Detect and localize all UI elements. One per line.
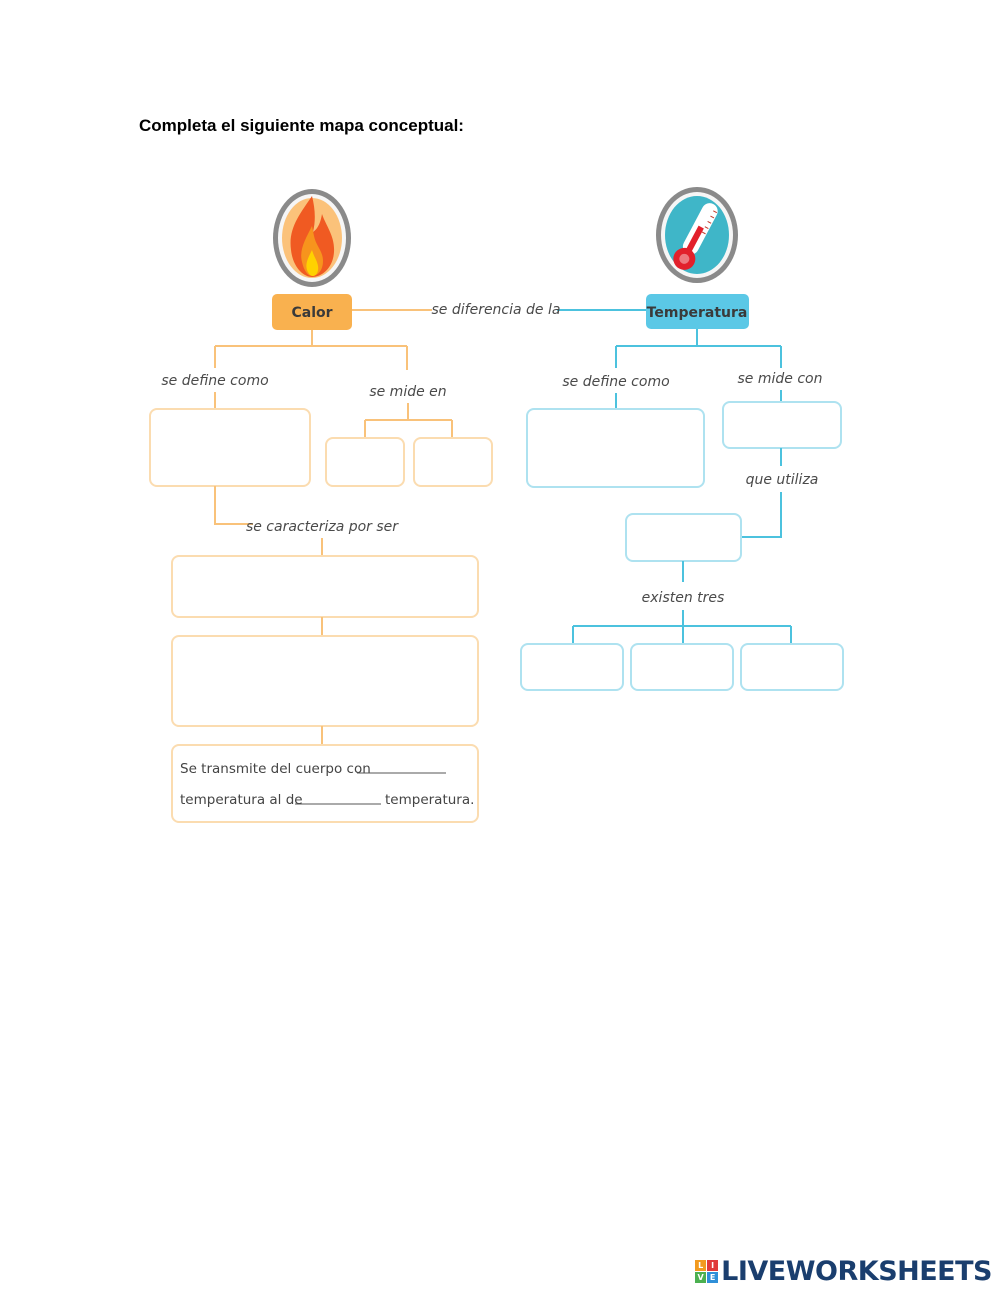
temperatura-scale-type-box-1[interactable] [520, 643, 624, 691]
label-existen-tres: existen tres [642, 590, 725, 606]
calor-branch-lines [214, 330, 408, 370]
label-calor-define: se define como [161, 373, 268, 389]
calor-node: Calor [272, 294, 352, 330]
calor-definition-box[interactable] [149, 408, 311, 487]
live-letter-i: I [707, 1260, 719, 1271]
statement-line-2a: temperatura al de [180, 792, 303, 808]
label-diferencia: se diferencia de la [432, 302, 561, 318]
live-badge: L I V E [695, 1260, 719, 1283]
statement-line-1: Se transmite del cuerpo con [180, 761, 371, 777]
calor-unit-box-1[interactable] [325, 437, 405, 487]
calor-statement-box [171, 744, 479, 823]
label-temp-define: se define como [562, 374, 669, 390]
statement-line-2b: temperatura. [385, 792, 474, 808]
label-calor-caracteriza: se caracteriza por ser [246, 519, 399, 535]
temperatura-node-label: Temperatura [647, 305, 748, 321]
temperatura-scale-type-box-2[interactable] [630, 643, 734, 691]
flame-icon [273, 189, 351, 287]
instruction-heading: Completa el siguiente mapa conceptual: [139, 116, 464, 135]
temperatura-definition-box[interactable] [526, 408, 705, 488]
temperatura-branch-lines [615, 329, 782, 368]
label-temp-mide: se mide con [738, 371, 823, 387]
brand-name: LIVEWORKSHEETS [721, 1256, 992, 1287]
live-letter-e: E [707, 1272, 719, 1283]
label-que-utiliza: que utiliza [746, 472, 819, 488]
liveworksheets-logo: L I V E LIVEWORKSHEETS [695, 1256, 992, 1287]
calor-characteristic-box-2[interactable] [171, 635, 479, 727]
temperatura-instrument-box[interactable] [722, 401, 842, 449]
connector-caracteriza [214, 486, 253, 525]
connector-utiliza-box [741, 492, 782, 538]
calor-characteristic-box-1[interactable] [171, 555, 479, 618]
calor-mide-lines [364, 403, 453, 438]
live-letter-l: L [695, 1260, 707, 1271]
existen-tres-lines [572, 610, 792, 644]
calor-unit-box-2[interactable] [413, 437, 493, 487]
thermometer-icon [656, 187, 738, 283]
temperatura-scale-box[interactable] [625, 513, 742, 562]
calor-node-label: Calor [291, 305, 332, 321]
temperatura-scale-type-box-3[interactable] [740, 643, 844, 691]
live-letter-v: V [695, 1272, 707, 1283]
label-calor-mide: se mide en [369, 384, 446, 400]
temperatura-node: Temperatura [646, 294, 749, 329]
